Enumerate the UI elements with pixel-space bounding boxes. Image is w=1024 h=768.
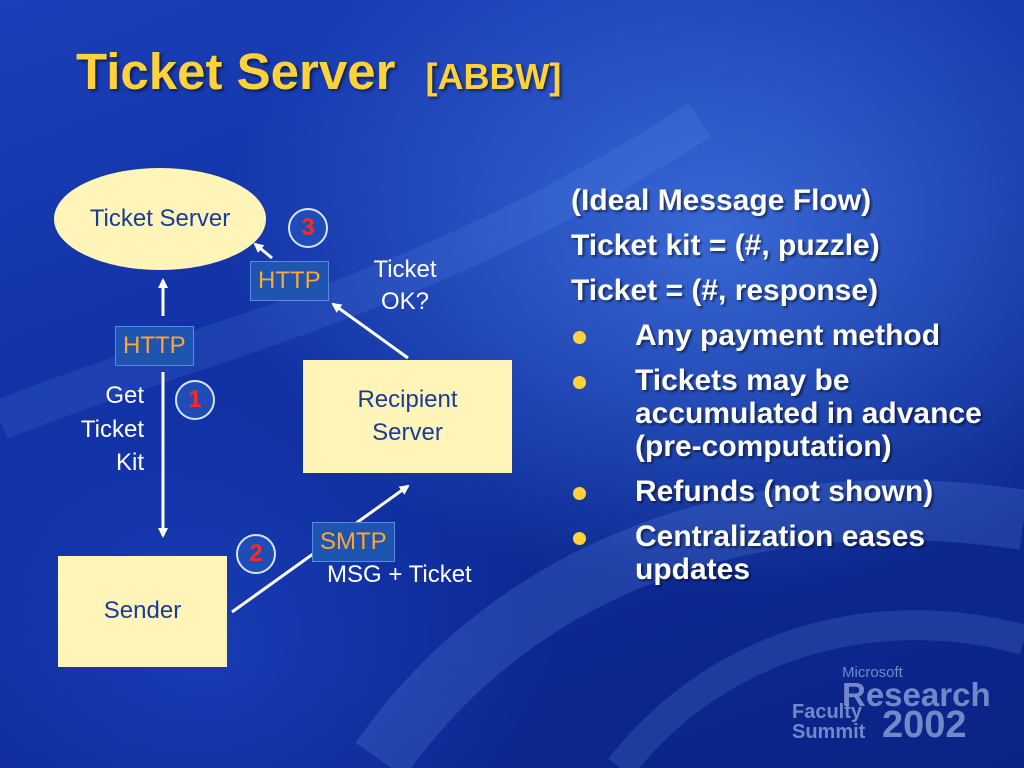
ticket-ok-line1: Ticket — [373, 256, 437, 283]
http-badge-right: HTTP — [250, 261, 329, 301]
slide-title: Ticket Server [ABBW] — [76, 42, 561, 101]
bullet-dot-icon — [573, 487, 586, 500]
sender-node: Sender — [58, 556, 227, 667]
bullet-dot-icon — [573, 331, 586, 344]
ticket-ok-label: Ticket OK? — [360, 254, 450, 319]
smtp-badge: SMTP — [312, 522, 395, 562]
logo-year: 2002 — [882, 704, 967, 746]
recipient-server-label-line2: Server — [372, 418, 443, 446]
step-2-badge: 2 — [236, 534, 276, 574]
bullet-dot-icon — [573, 376, 586, 389]
sender-label: Sender — [103, 597, 182, 625]
bullet-item-4-text: Centralization eases updates — [635, 520, 926, 586]
bullet-item-2-text: Tickets may be accumulated in advance (p… — [635, 364, 982, 463]
logo-faculty: Faculty — [792, 701, 863, 723]
get-ticket-kit-line3: Kit — [115, 449, 144, 477]
http-badge-left: HTTP — [115, 326, 194, 366]
step-3-badge: 3 — [288, 208, 328, 248]
research-faculty-summit-logo: Microsoft Research Faculty Summit 2002 — [790, 664, 1015, 764]
logo-research: Research — [842, 676, 991, 713]
bullet-list: (Ideal Message Flow) Ticket kit = (#, pu… — [571, 184, 1011, 598]
ticket-ok-line2: OK? — [380, 288, 430, 316]
bullet-item-1-text: Any payment method — [635, 319, 941, 352]
get-ticket-kit-label: Get Ticket Kit — [60, 379, 144, 480]
recipient-server-node: Recipient Server — [303, 360, 512, 473]
ticket-server-label: Ticket Server — [89, 205, 231, 232]
bullet-item-1: Any payment method — [571, 319, 1011, 352]
title-tag: [ABBW] — [425, 56, 562, 97]
logo-faculty-summit: Faculty Summit — [792, 702, 865, 742]
logo-company: Microsoft — [842, 664, 903, 681]
bullet-intro-1: (Ideal Message Flow) — [571, 184, 872, 217]
get-ticket-kit-line1: Get — [105, 382, 144, 409]
ticket-server-node: Ticket Server — [54, 168, 266, 270]
step-1-badge: 1 — [175, 380, 215, 420]
bullet-intro-3: Ticket = (#, response) — [571, 274, 879, 307]
bullet-dot-icon — [573, 532, 586, 545]
msg-ticket-label: MSG + Ticket — [327, 561, 472, 588]
logo-summit: Summit — [792, 721, 866, 743]
bullet-intro-2: Ticket kit = (#, puzzle) — [571, 229, 880, 262]
recipient-server-label-line1: Recipient — [357, 386, 458, 414]
bullet-item-3: Refunds (not shown) — [571, 475, 1011, 508]
bullet-item-2: Tickets may be accumulated in advance (p… — [571, 364, 1011, 463]
bullet-item-4: Centralization eases updates — [571, 520, 1011, 586]
bullet-item-3-text: Refunds (not shown) — [635, 475, 934, 508]
title-text: Ticket Server — [76, 43, 396, 100]
get-ticket-kit-line2: Ticket — [80, 415, 144, 443]
